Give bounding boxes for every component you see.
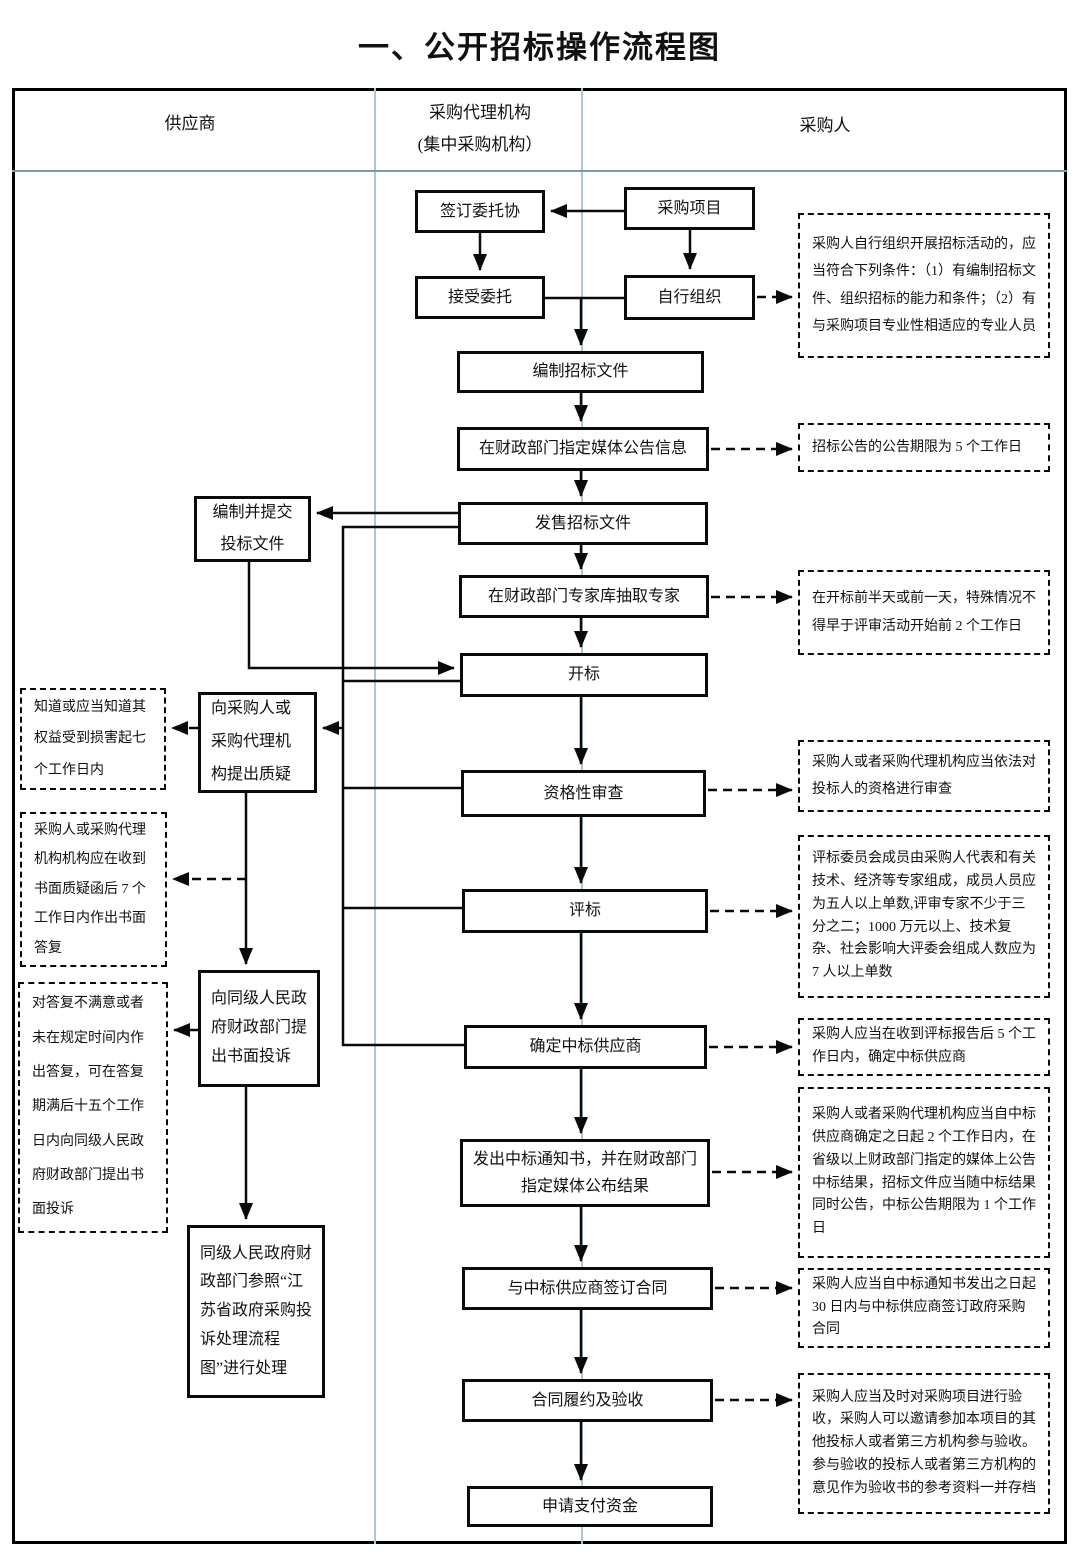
annotation-expert-draw-timing: 在开标前半天或前一天，特殊情况不得早于评审活动开始前 2 个工作日 — [798, 570, 1050, 655]
box-contract-acceptance: 合同履约及验收 — [462, 1379, 713, 1422]
box-raise-query: 向采购人或采购代理机构提出质疑 — [198, 692, 317, 793]
annotation-announcement-period: 招标公告的公告期限为 5 个工作日 — [798, 423, 1050, 472]
annotation-acceptance-rules: 采购人应当及时对采购项目进行验收，采购人可以邀请参加本项目的其他投标人或者第三方… — [798, 1373, 1050, 1514]
annotation-winner-determination-period: 采购人应当在收到评标报告后 5 个工作日内，确定中标供应商 — [798, 1018, 1050, 1076]
annotation-text: 采购人应当在收到评标报告后 5 个工作日内，确定中标供应商 — [812, 1027, 1036, 1065]
annotation-text: 采购人或者采购代理机构应当依法对投标人的资格进行审查 — [812, 754, 1036, 797]
annotation-query-time-limit: 知道或应当知道其权益受到损害起七个工作日内 — [20, 688, 166, 790]
box-issue-award-notice: 发出中标通知书，并在财政部门指定媒体公布结果 — [460, 1139, 710, 1207]
annotation-complaint-time-limit: 对答复不满意或者未在规定时间内作出答复，可在答复期满后十五个工作日内向同级人民政… — [18, 982, 168, 1233]
annotation-text: 采购人或采购代理机构机构应在收到书面质疑函后 7 个工作日内作出书面答复 — [34, 823, 146, 956]
header-separator — [12, 170, 1067, 172]
box-sell-bid-docs: 发售招标文件 — [458, 502, 708, 545]
annotation-contract-signing-period: 采购人应当自中标通知书发出之日起 30 日内与中标供应商签订政府采购合同 — [798, 1268, 1050, 1348]
box-procurement-project: 采购项目 — [624, 187, 755, 230]
annotation-text: 采购人应当自中标通知书发出之日起 30 日内与中标供应商签订政府采购合同 — [812, 1277, 1036, 1338]
annotation-result-announcement: 采购人或者采购代理机构应当自中标供应商确定之日起 2 个工作日内，在省级以上财政… — [798, 1087, 1050, 1258]
annotation-text: 采购人或者采购代理机构应当自中标供应商确定之日起 2 个工作日内，在省级以上财政… — [812, 1107, 1036, 1236]
box-bid-evaluation: 评标 — [462, 889, 708, 933]
column-header-agency-line1: 采购代理机构 — [429, 103, 531, 122]
box-sign-contract: 与中标供应商签订合同 — [462, 1267, 713, 1310]
annotation-text: 对答复不满意或者未在规定时间内作出答复，可在答复期满后十五个工作日内向同级人民政… — [32, 996, 144, 1218]
annotation-text: 采购人应当及时对采购项目进行验收，采购人可以邀请参加本项目的其他投标人或者第三方… — [812, 1389, 1036, 1496]
column-header-supplier: 供应商 — [164, 114, 216, 133]
annotation-qualification-duty: 采购人或者采购代理机构应当依法对投标人的资格进行审查 — [798, 740, 1050, 812]
box-announce-in-media: 在财政部门指定媒体公告信息 — [457, 427, 709, 471]
box-complaint-handling: 同级人民政府财政部门参照“江苏省政府采购投诉处理流程图”进行处理 — [187, 1225, 325, 1398]
page-title: 一、公开招标操作流程图 — [358, 30, 721, 65]
column-header-agency-line2: (集中采购机构） — [417, 135, 543, 155]
box-bid-opening: 开标 — [460, 653, 708, 697]
column-divider-left — [374, 88, 376, 1544]
annotation-text: 在开标前半天或前一天，特殊情况不得早于评审活动开始前 2 个工作日 — [812, 591, 1036, 634]
box-draw-experts: 在财政部门专家库抽取专家 — [459, 575, 709, 618]
annotation-text: 评标委员会成员由采购人代表和有关技术、经济等专家组成，成员人员应为五人以上单数,… — [812, 851, 1036, 980]
box-apply-payment: 申请支付资金 — [467, 1486, 713, 1527]
box-sign-agreement: 签订委托协 — [415, 190, 545, 233]
box-prepare-bid-docs: 编制招标文件 — [457, 351, 704, 393]
annotation-reply-time-limit: 采购人或采购代理机构机构应在收到书面质疑函后 7 个工作日内作出书面答复 — [20, 812, 167, 967]
box-self-organize: 自行组织 — [624, 275, 755, 320]
annotation-text: 采购人自行组织开展招标活动的，应当符合下列条件：（1）有编制招标文件、组织招标的… — [812, 236, 1036, 334]
column-header-purchaser: 采购人 — [799, 116, 851, 135]
box-file-complaint: 向同级人民政府财政部门提出书面投诉 — [198, 970, 320, 1087]
annotation-text: 知道或应当知道其权益受到损害起七个工作日内 — [34, 699, 146, 778]
box-determine-winner: 确定中标供应商 — [464, 1025, 707, 1069]
annotation-evaluation-committee: 评标委员会成员由采购人代表和有关技术、经济等专家组成，成员人员应为五人以上单数,… — [798, 835, 1050, 998]
annotation-self-organize-conditions: 采购人自行组织开展招标活动的，应当符合下列条件：（1）有编制招标文件、组织招标的… — [798, 213, 1050, 358]
box-qualification-review: 资格性审查 — [461, 770, 706, 817]
box-prepare-submit-bid: 编制并提交投标文件 — [194, 496, 311, 562]
column-header-agency: 采购代理机构 (集中采购机构） — [385, 97, 575, 162]
annotation-text: 招标公告的公告期限为 5 个工作日 — [812, 439, 1022, 455]
box-accept-entrustment: 接受委托 — [415, 276, 545, 319]
